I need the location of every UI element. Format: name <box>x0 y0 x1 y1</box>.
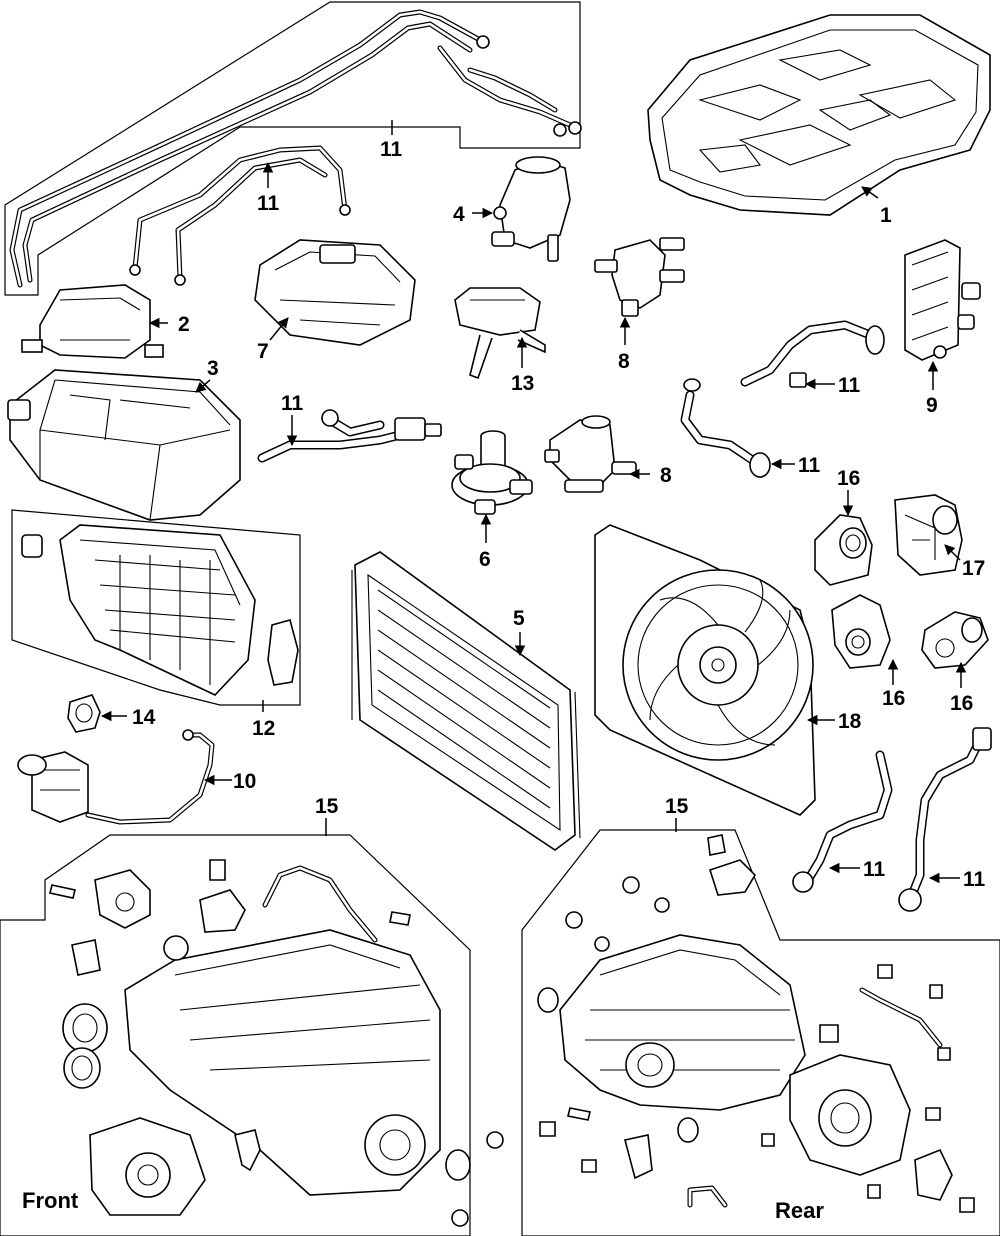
inner-coolant-hose-11 <box>129 145 351 286</box>
oil-cooler-9 <box>904 239 981 361</box>
callout-1: 1 <box>880 204 892 227</box>
upper-coolant-hose-11 <box>9 9 582 288</box>
callout-16-right: 16 <box>950 692 973 715</box>
callout-15-front: 15 <box>315 795 339 818</box>
callout-11-lower-b: 11 <box>963 868 986 891</box>
mount-16-right <box>921 611 989 669</box>
callout-4: 4 <box>453 203 465 226</box>
callout-8-upper: 8 <box>618 350 630 373</box>
hose-group-frame <box>4 1 581 296</box>
callout-15-rear: 15 <box>665 795 689 818</box>
callout-10: 10 <box>233 770 256 793</box>
pump-6 <box>451 430 533 515</box>
callout-2: 2 <box>178 313 190 336</box>
control-module-7 <box>254 239 416 346</box>
battery-tray-1 <box>647 14 991 216</box>
callout-11-pump: 11 <box>798 454 821 477</box>
callout-9: 9 <box>926 394 938 417</box>
sensor-13 <box>454 287 546 380</box>
front-motor-15 <box>49 859 504 1227</box>
callout-11-inverter: 11 <box>281 392 304 415</box>
valve-8-upper <box>594 237 685 317</box>
lower-hose-a-11 <box>792 750 893 893</box>
reservoir-4 <box>491 156 571 262</box>
pump-hose-11 <box>680 378 771 478</box>
rear-motor-15 <box>537 834 975 1213</box>
fan-shroud-18 <box>594 524 816 816</box>
callout-13: 13 <box>511 372 534 395</box>
callout-5: 5 <box>513 607 525 630</box>
callout-11-lower-a: 11 <box>863 858 886 881</box>
rear-motor-frame <box>521 829 1000 1236</box>
inverter-3 <box>7 369 241 521</box>
callout-8-lower: 8 <box>660 464 672 487</box>
rear-caption: Rear <box>775 1198 824 1223</box>
bushing-14 <box>67 694 101 733</box>
cooling-module-frame <box>11 509 301 706</box>
cooling-module-12 <box>21 524 299 696</box>
mount-17 <box>894 494 963 576</box>
callout-16-mid: 16 <box>882 687 905 710</box>
callout-12: 12 <box>252 717 275 740</box>
callout-11-reservoir: 11 <box>838 374 861 397</box>
front-motor-frame <box>0 834 471 1236</box>
inverter-coolant-pipe-11 <box>257 409 442 463</box>
callout-17: 17 <box>962 557 985 580</box>
callout-6: 6 <box>479 548 491 571</box>
callout-14: 14 <box>132 706 156 729</box>
front-caption: Front <box>22 1188 79 1213</box>
lower-hose-b-11 <box>898 727 992 912</box>
heater-10 <box>17 729 215 825</box>
module-2 <box>21 284 164 359</box>
callout-11-top: 11 <box>380 138 403 161</box>
mount-16-mid <box>831 594 891 669</box>
valve-8-lower <box>544 415 637 493</box>
callout-3: 3 <box>207 357 219 380</box>
reservoir-hose-right-11 <box>740 320 885 388</box>
callout-16-top: 16 <box>837 467 860 490</box>
callout-11-inner: 11 <box>257 192 280 215</box>
callout-18: 18 <box>838 710 862 733</box>
radiator-5 <box>351 551 581 851</box>
callouts: 1 2 3 4 5 6 7 8 8 9 10 11 11 11 11 11 11… <box>132 138 986 891</box>
leader-lines <box>100 120 967 884</box>
callout-7: 7 <box>257 340 269 363</box>
mount-16-top <box>814 514 873 586</box>
